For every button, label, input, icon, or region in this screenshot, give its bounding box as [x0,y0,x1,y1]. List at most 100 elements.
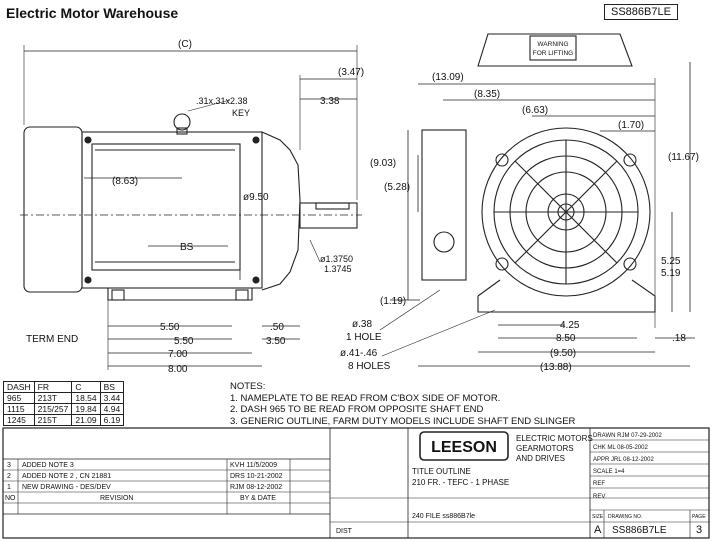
company-line-1: ELECTRIC MOTORS [516,434,593,443]
rev-no-3: 3 [7,462,11,469]
page-title: Electric Motor Warehouse [6,5,179,21]
table-cell: 18.54 [71,392,101,404]
drawn-by: DRAWN RJM 07-29-2002 [593,433,662,439]
dim-c: (C) [178,39,192,50]
ref: REF [593,481,605,487]
dim-8-00: 8.00 [168,364,188,375]
dim-8-35: (8.35) [474,89,500,100]
dim-1-19: (1.19) [380,296,406,307]
lifting-tag [477,33,633,67]
dim-5-28: (5.28) [384,182,410,193]
mount-hole-dia: ø.41-.46 [340,348,378,359]
dim-9-03: (9.03) [370,158,396,169]
table-cell: 1245 [3,414,35,426]
rev-label: REV [593,494,605,500]
rev-desc-2: ADDED NOTE 2 , CN 21881 [22,473,111,480]
rev-by-1: RJM 08-12-2002 [230,484,282,491]
table-cell: 213T [33,392,73,404]
mounting-feet [107,288,253,301]
drawing-number: SS886B7LE [604,4,678,20]
conduit-box [91,143,241,271]
lift-tag-line2: FOR LIFTING [533,50,573,57]
company-line-3: AND DRIVES [516,454,565,463]
dim-6-63: (6.63) [522,105,548,116]
table-cell: 215/257 [33,403,73,415]
dim-9-50: (9.50) [550,348,576,359]
dim-8-50: 8.50 [556,333,576,344]
shaft-dia-top: ø1.3750 [320,254,353,264]
dim-5-19: 5.19 [661,268,681,279]
file-name: 240 FILE ss886B7le [412,513,475,520]
end-bracket [261,131,301,291]
title-line-1: TITLE OUTLINE [412,467,471,476]
table-cell: 6.19 [99,414,125,426]
dim-7-00: 7.00 [168,349,188,360]
dim-5-50-b: 5.50 [174,336,194,347]
scale: SCALE 1=4 [593,469,625,475]
dim-8-63: (8.63) [112,176,138,187]
dim-13-09: (13.09) [432,72,464,83]
notes-heading: NOTES: [230,381,266,392]
approved-by: APPR JRL 08-12-2002 [593,457,654,463]
rev-header-by: BY & DATE [240,495,276,502]
company-line-2: GEARMOTORS [516,444,574,453]
fan-cover [23,126,83,293]
note-3: 3. GENERIC OUTLINE, FARM DUTY MODELS INC… [230,415,576,427]
dim-4-25: 4.25 [560,320,580,331]
key-dim: .31x.31x2.38 [196,96,248,106]
dist-label: DIST [336,528,353,535]
table-cell: 4.94 [99,403,125,415]
page-label: PAGE [692,514,706,520]
dim-5-50-a: 5.50 [160,322,180,333]
title-line-2: 210 FR. - TEFC - 1 PHASE [412,478,509,487]
rev-no-2: 2 [7,473,11,480]
table-cell: 19.84 [71,403,101,415]
size-value: A [594,524,602,536]
key-label: KEY [232,108,250,118]
size-label: SIZE [592,514,604,520]
hole-count: 1 HOLE [346,332,382,343]
dash-table: DASH FR C BS 965 213T 18.54 3.44 1115 21… [3,381,125,426]
dim-3-50: 3.50 [266,336,286,347]
rev-desc-1: NEW DRAWING - DES/DEV [22,484,111,491]
checked-by: CHK ML 08-05-2002 [593,445,648,451]
conduit-box-end [421,129,467,281]
table-cell: 3.44 [99,392,125,404]
dash-header: DASH [3,381,35,393]
dim-13-88: (13.88) [540,362,572,373]
bs-header: BS [99,381,125,393]
table-row: 1245 215T 21.09 6.19 [3,414,125,426]
rev-header-desc: REVISION [100,495,133,502]
table-cell: 21.09 [71,414,101,426]
dim-dia-9-50: ø9.50 [243,192,269,203]
table-row: 965 213T 18.54 3.44 [3,392,125,404]
dim-0-50: .50 [270,322,284,333]
drawing-no-value: SS886B7LE [612,525,667,536]
dim-3-47: (3.47) [338,67,364,78]
notes-block: NOTES: 1. NAMEPLATE TO BE READ FROM C'BO… [230,381,575,427]
fr-header: FR [33,381,73,393]
table-cell: 215T [33,414,73,426]
mount-hole-count: 8 HOLES [348,361,391,372]
leeson-logo-frame [419,431,509,461]
rev-header-no: NO [5,495,16,502]
rev-by-3: KVH 11/5/2009 [230,462,277,469]
motor-frame [81,131,263,289]
page-value: 3 [696,524,702,536]
leeson-logo: LEESON [431,439,497,456]
dim-bs: BS [180,242,194,253]
table-cell: 965 [3,392,35,404]
table-row: 1115 215/257 19.84 4.94 [3,403,125,415]
table-cell: 1115 [3,403,35,415]
dim-5-25: 5.25 [661,256,681,267]
rev-by-2: DRS 10-21-2002 [230,473,283,480]
rev-no-1: 1 [7,484,11,491]
shaft-dia-bottom: 1.3745 [324,264,352,274]
dim-11-67: (11.67) [668,152,699,163]
c-header: C [71,381,101,393]
drawing-no-label: DRAWING NO. [608,514,642,520]
rev-desc-3: ADDED NOTE 3 [22,462,74,469]
dim-0-18: .18 [672,333,686,344]
lift-tag-line1: WARNING [537,41,568,48]
